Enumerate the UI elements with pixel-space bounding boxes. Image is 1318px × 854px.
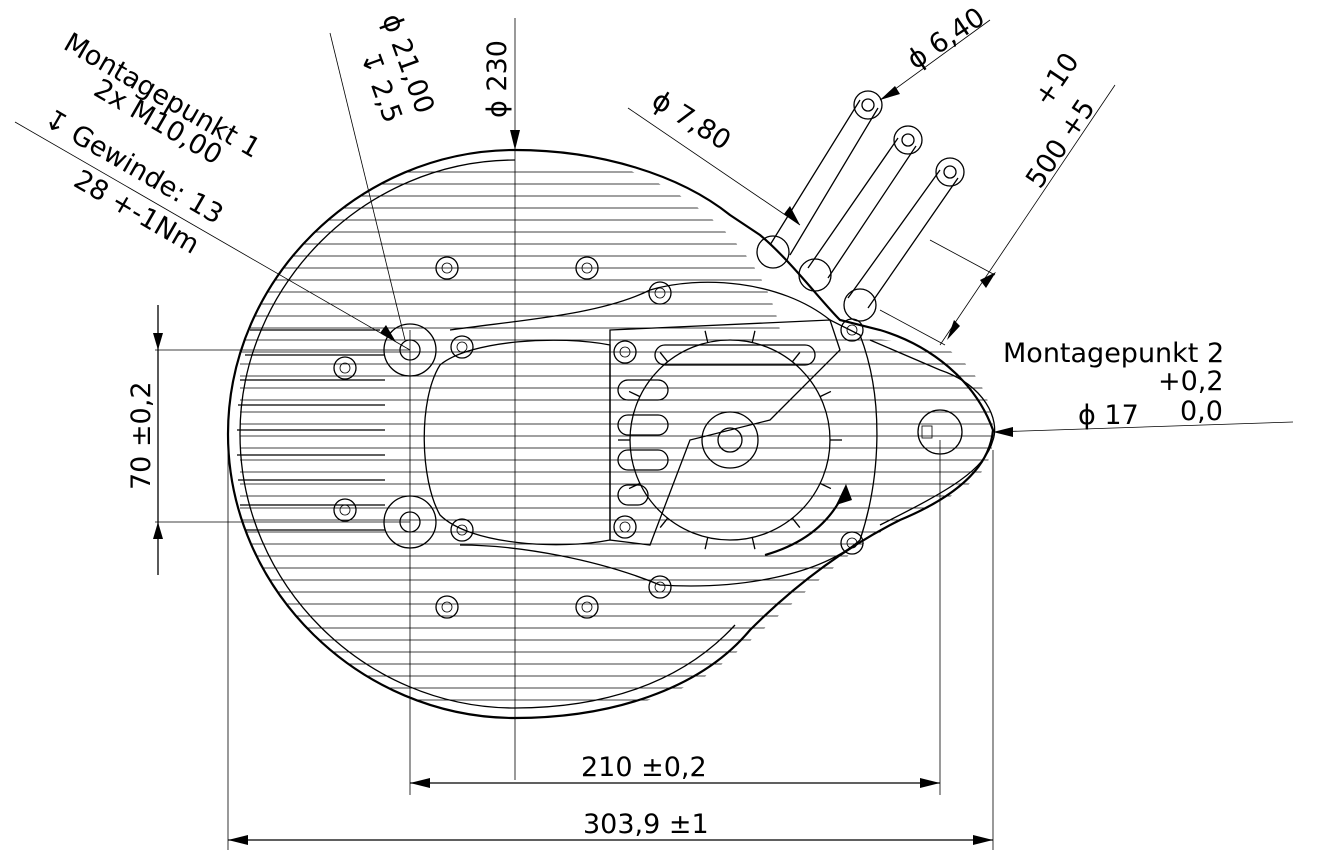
vertical-distance-label: 70 ±0,2: [126, 381, 157, 490]
plate-slots: [617, 344, 816, 506]
mount-point-2-lug: [869, 339, 996, 526]
distance-303-label: 303,9 ±1: [583, 809, 709, 840]
gear: [618, 330, 842, 550]
left-ribs: [237, 329, 385, 531]
mount2-tol-lower-label: 0,0: [1180, 396, 1223, 427]
cables: [756, 90, 965, 322]
motor-body: [226, 148, 996, 720]
center-lines: [14, 18, 1294, 850]
mount2-diameter-label: ϕ 17: [1078, 400, 1139, 431]
cover-plate: [609, 319, 841, 546]
center-window: [423, 339, 611, 546]
mount2-tol-upper-label: +0,2: [1158, 366, 1224, 397]
cable-glands: [756, 235, 877, 322]
cooling-fins: [240, 171, 994, 701]
outer-diameter-label: ϕ 230: [482, 40, 513, 118]
cable-length-label: 500 +5: [1020, 94, 1102, 194]
mount2-title-label: Montagepunkt 2: [1003, 338, 1224, 369]
bolts: [333, 256, 864, 619]
cable-dia-small-label: ϕ 6,40: [902, 2, 991, 76]
cable-dia-large-label: ϕ 7,80: [646, 85, 736, 157]
distance-210-label: 210 ±0,2: [581, 752, 707, 783]
dimension-lines: [153, 86, 1013, 845]
rotation-arrow: [764, 489, 847, 557]
